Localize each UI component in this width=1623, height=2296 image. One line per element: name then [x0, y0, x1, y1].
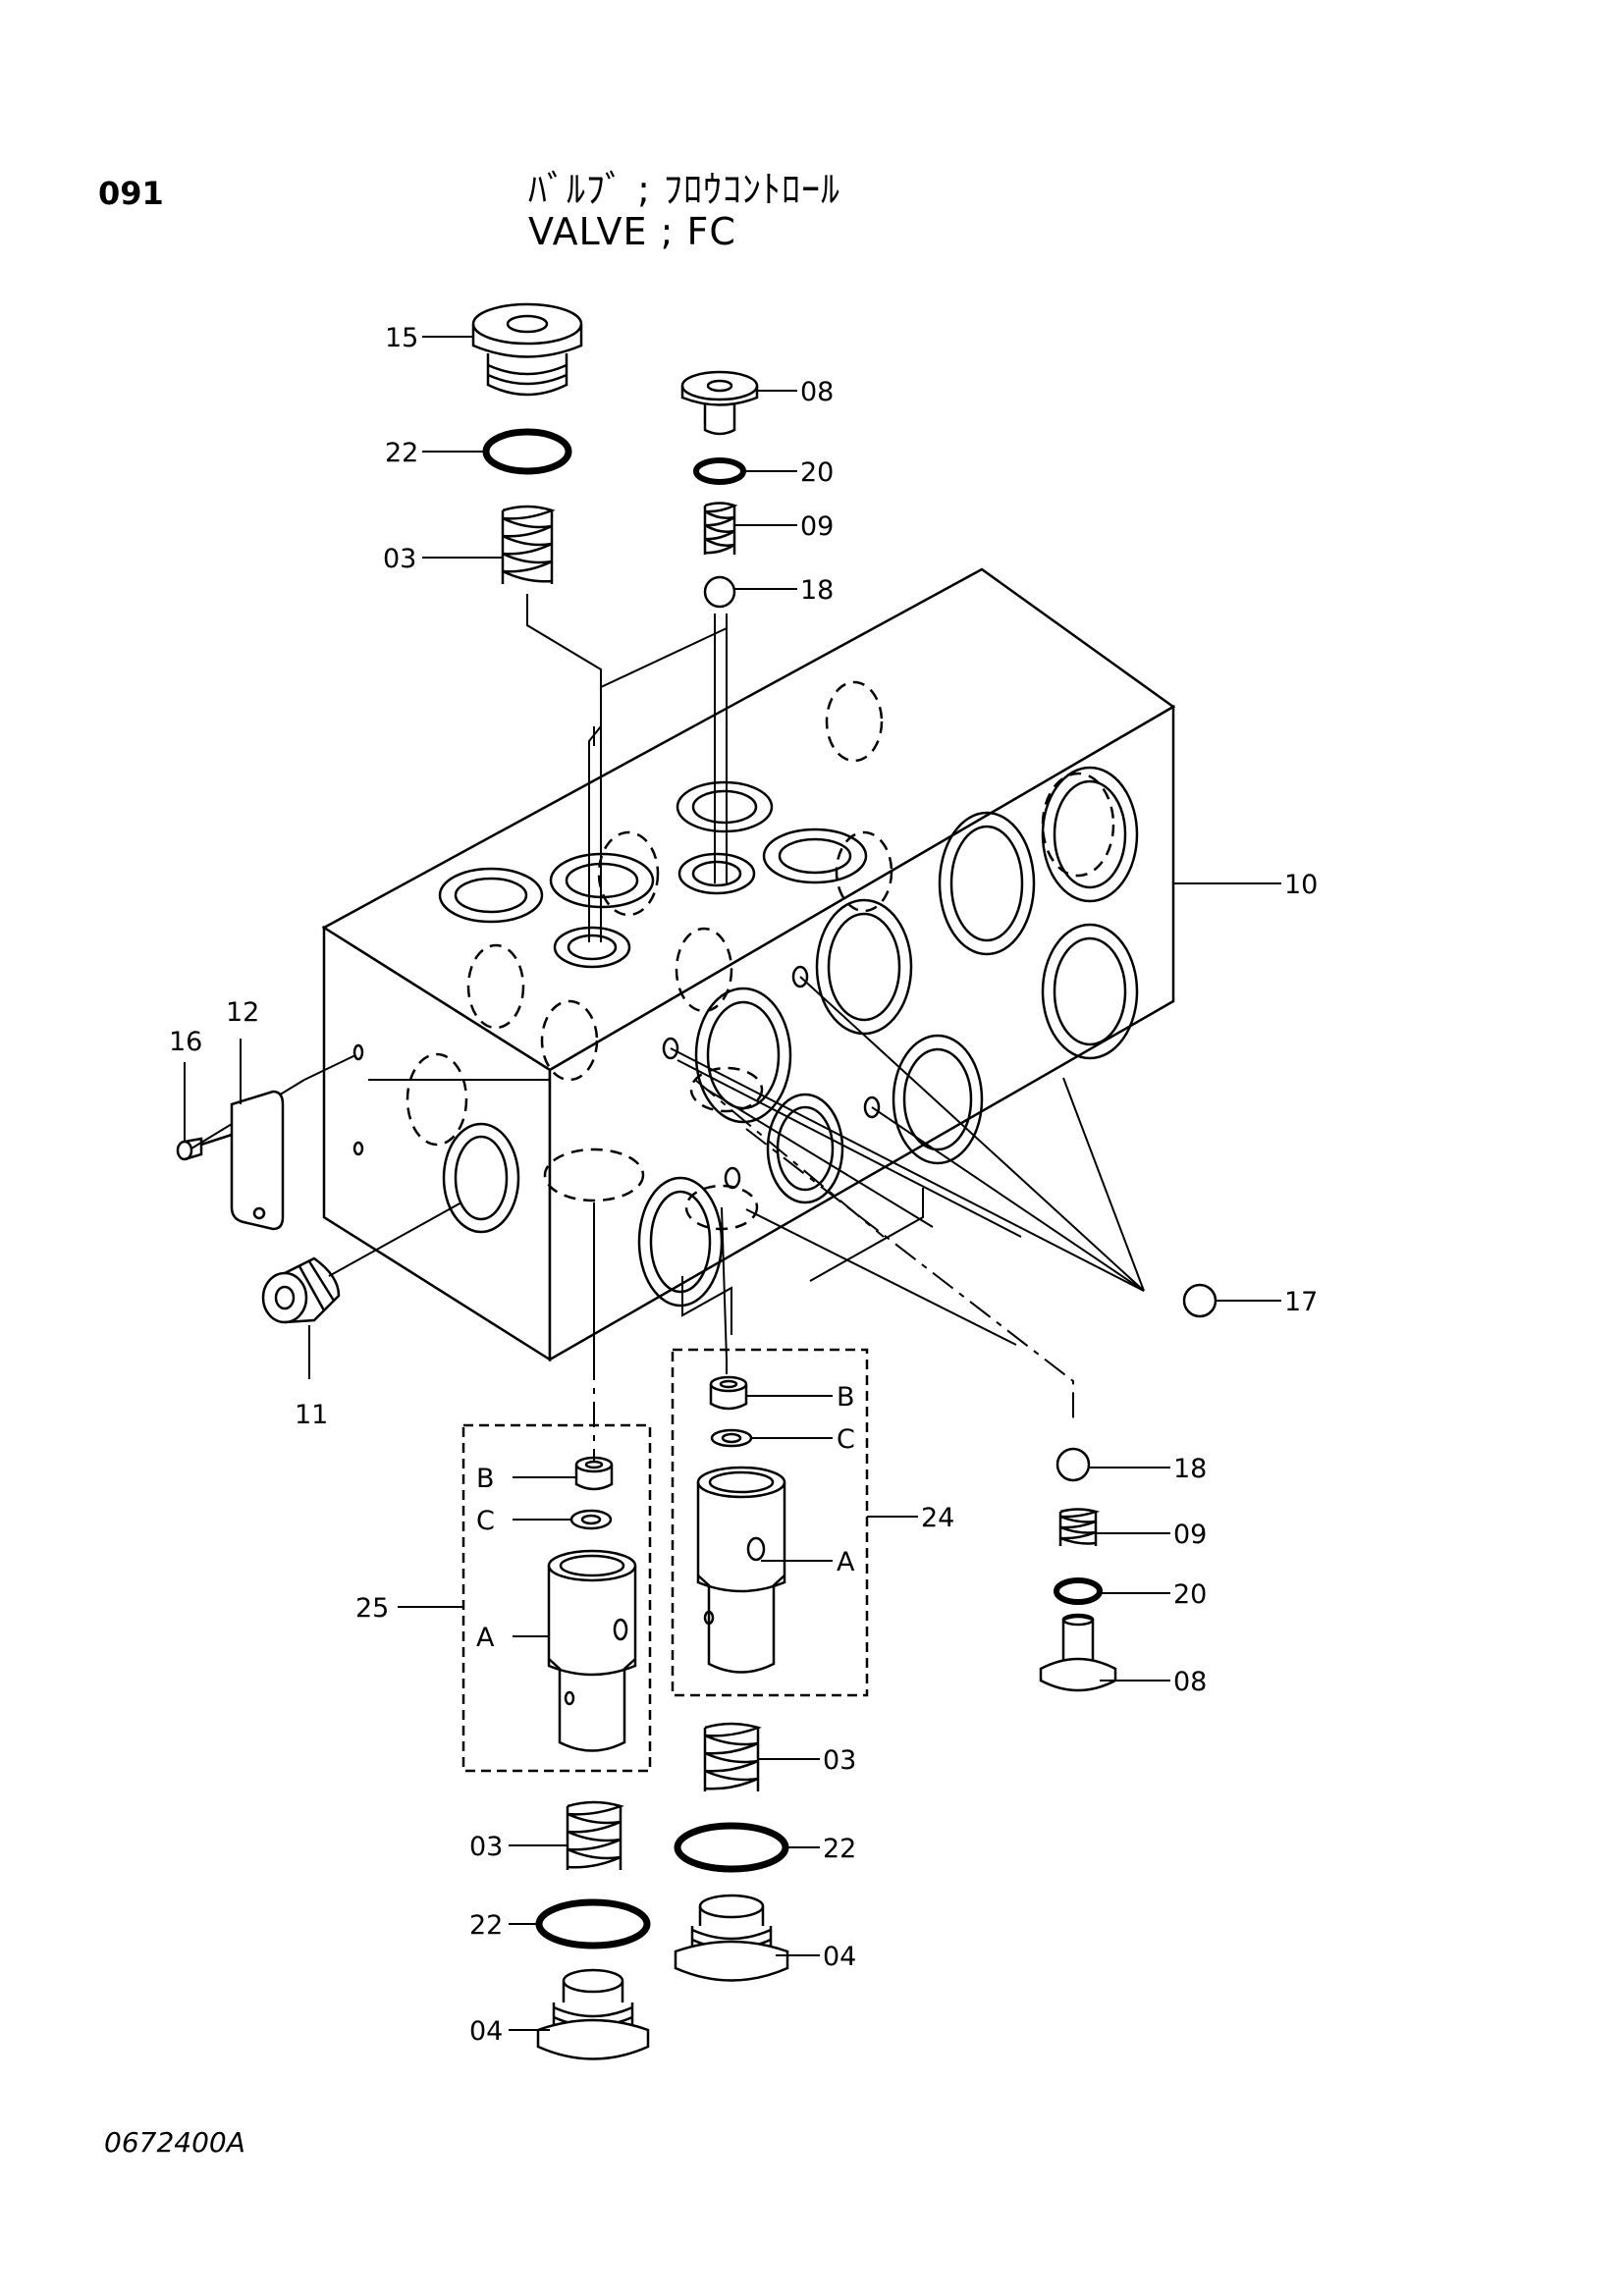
plug-11 [261, 1256, 341, 1324]
callout-03-left: 03 [469, 1832, 503, 1862]
callout-11: 11 [295, 1400, 328, 1430]
assembly-24-box [671, 1348, 869, 1697]
callout-17: 17 [1284, 1287, 1318, 1317]
callout-24-A: A [837, 1547, 855, 1577]
part-24B [709, 1375, 748, 1411]
callout-20-right: 20 [1173, 1579, 1207, 1610]
callout-04-left: 04 [469, 2016, 503, 2047]
spring-03-top [501, 505, 556, 584]
callout-16: 16 [169, 1027, 202, 1057]
callout-09-top: 09 [800, 511, 834, 542]
callout-18-right: 18 [1173, 1454, 1207, 1484]
title-english: VALVE ; FC [528, 210, 736, 253]
callout-12: 12 [226, 997, 259, 1028]
side-ports [352, 1043, 520, 1234]
center-lines [593, 1079, 1074, 1463]
ball-17 [1182, 1283, 1217, 1318]
spring-09-right [1058, 1508, 1101, 1546]
part-25B [574, 1456, 614, 1491]
plug-15 [471, 302, 583, 397]
leader-lines [184, 336, 1281, 2031]
plug-08-right [1039, 1613, 1117, 1692]
callout-24-B: B [837, 1382, 855, 1413]
callout-24-C: C [837, 1424, 855, 1455]
front-ports [637, 766, 1139, 1308]
part-25A [547, 1549, 637, 1752]
plug-08-top [680, 370, 759, 436]
callout-22-top: 22 [385, 438, 418, 468]
o-ring-22-top [482, 428, 572, 475]
o-ring-20-top [693, 457, 746, 485]
callout-10: 10 [1284, 870, 1318, 900]
assembly-lines [190, 594, 1145, 1361]
plug-04-center [674, 1894, 789, 1982]
callout-09-right: 09 [1173, 1520, 1207, 1550]
callout-24: 24 [921, 1503, 954, 1533]
ball-18-top [703, 575, 736, 609]
callout-25-C: C [476, 1506, 495, 1536]
callout-18-top: 18 [800, 575, 834, 606]
o-ring-20-right [1054, 1577, 1103, 1605]
callout-22-left: 22 [469, 1910, 503, 1941]
o-ring-22-center [674, 1822, 789, 1873]
o-ring-22-left [535, 1898, 651, 1949]
part-24C [710, 1428, 753, 1448]
callout-03-top: 03 [383, 544, 416, 574]
top-ports [438, 780, 868, 969]
callout-25-A: A [476, 1623, 495, 1653]
plug-04-left [536, 1968, 650, 2060]
spring-09-top [703, 502, 738, 555]
spring-03-center [703, 1722, 762, 1791]
callout-08-right: 08 [1173, 1667, 1207, 1697]
callout-22-center: 22 [823, 1834, 856, 1864]
ball-18-right [1055, 1447, 1091, 1482]
callout-15: 15 [385, 323, 418, 353]
part-24A [696, 1466, 786, 1674]
callout-labels: 15 22 03 08 20 09 18 10 12 16 11 17 18 0… [169, 323, 1318, 2047]
callout-25-B: B [476, 1464, 495, 1494]
title-japanese: ﾊﾞﾙﾌﾞ ; ﾌﾛｳｺﾝﾄﾛｰﾙ [528, 168, 840, 211]
page-number: 091 [98, 175, 164, 212]
callout-20-top: 20 [800, 457, 834, 488]
bolt-16 [176, 1133, 233, 1161]
callout-08-top: 08 [800, 377, 834, 407]
callout-04-center: 04 [823, 1942, 856, 1972]
callout-25: 25 [355, 1593, 389, 1624]
spring-03-left [566, 1800, 624, 1870]
drawing-code: 0672400A [104, 2126, 245, 2159]
callout-03-center: 03 [823, 1745, 856, 1776]
cover-plate-12 [230, 1090, 285, 1231]
part-25C [569, 1509, 613, 1530]
